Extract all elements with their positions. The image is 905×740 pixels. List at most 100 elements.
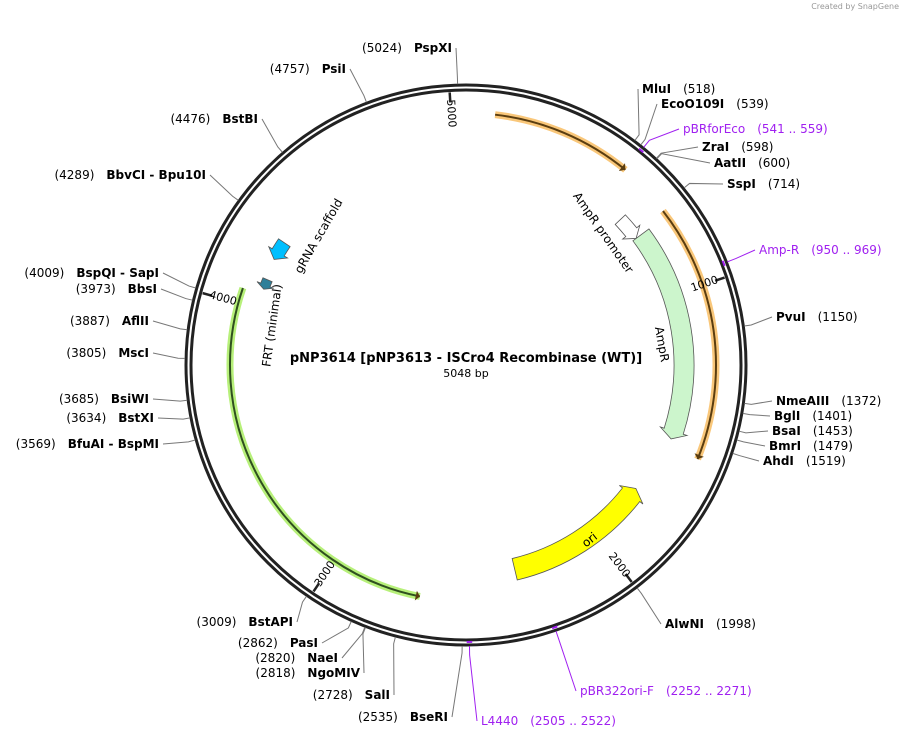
enzyme-leader-line [451, 645, 463, 718]
feature-arc[interactable] [494, 113, 626, 171]
enzyme-label[interactable]: SspI(714) [727, 177, 800, 191]
enzyme-pos: (4009) [24, 266, 64, 280]
enzyme-leader-line [640, 103, 658, 146]
arc-arrowhead [694, 453, 704, 460]
ampr-feature[interactable] [632, 228, 695, 440]
enzyme-leader-line [162, 439, 196, 445]
enzyme-name: BmrI [769, 439, 801, 453]
primer-name: L4440 [481, 714, 518, 728]
enzyme-label[interactable]: (2862)PasI [238, 636, 318, 650]
primer-leader-line [468, 645, 478, 722]
enzyme-name: BstXI [118, 411, 154, 425]
enzyme-label[interactable]: (4476) BstBI [170, 112, 258, 126]
enzyme-label[interactable]: (2820) NaeI [255, 651, 338, 665]
enzyme-label[interactable]: (2818)NgoMIV [256, 666, 361, 680]
enzyme-label[interactable]: NmeAIII(1372) [776, 394, 881, 408]
enzyme-pos: (4757) [270, 62, 310, 76]
enzyme-label[interactable]: (2728)SalI [313, 688, 390, 702]
enzyme-leader-line [341, 626, 366, 659]
enzyme-label[interactable]: (3009)BstAPI [197, 615, 293, 629]
enzyme-name: NaeI [307, 651, 338, 665]
enzyme-label[interactable]: (3685)BsiWI [59, 392, 149, 406]
frt-minimal-feature[interactable] [256, 277, 274, 290]
enzyme-leader-line [162, 272, 196, 289]
primer-leader-line [643, 128, 680, 148]
primer-label[interactable]: L4440 (2505 .. 2522) [481, 714, 616, 728]
enzyme-pos: (1453) [813, 424, 853, 438]
enzyme-leader-line [362, 627, 366, 674]
enzyme-label[interactable]: BglI(1401) [774, 409, 852, 423]
enzyme-pos: (2862) [238, 636, 278, 650]
enzyme-label[interactable]: (4757) PsiI [270, 62, 346, 76]
enzyme-label[interactable]: (4289) BbvCI - Bpu10I [54, 168, 206, 182]
enzyme-name: BglI [774, 409, 800, 423]
enzyme-label[interactable]: AhdI(1519) [763, 454, 846, 468]
enzyme-label[interactable]: (3887)AflII [70, 314, 149, 328]
enzyme-label[interactable]: AlwNI(1998) [665, 617, 756, 631]
enzyme-leader-line [152, 352, 186, 359]
ampr-promoter-feature[interactable] [614, 214, 641, 240]
enzyme-label[interactable]: (5024)PspXI [362, 41, 452, 55]
enzyme-label[interactable]: MluI(518) [642, 82, 715, 96]
tick-mark [202, 291, 213, 297]
enzyme-leader-line [393, 636, 396, 696]
enzyme-pos: (2820) [255, 651, 295, 665]
backbone-inner [189, 88, 743, 642]
primer-site-mark [721, 260, 726, 267]
primer-pos: (2505 .. 2522) [530, 714, 616, 728]
enzyme-label[interactable]: (4009)BspQI - SapI [24, 266, 159, 280]
primer-label[interactable]: Amp-R(950 .. 969) [759, 243, 882, 257]
enzyme-pos: (3685) [59, 392, 99, 406]
enzyme-pos: (2818) [256, 666, 296, 680]
enzyme-pos: (714) [768, 177, 800, 191]
primer-name: pBRforEco [683, 122, 745, 136]
enzyme-name: ZraI [702, 140, 729, 154]
enzyme-leader-line [738, 430, 769, 434]
enzyme-pos: (539) [736, 97, 768, 111]
feature-arc[interactable] [662, 210, 717, 460]
primer-pos: (541 .. 559) [757, 122, 827, 136]
enzyme-pos: (3009) [197, 615, 237, 629]
enzyme-label[interactable]: (3805)MscI [66, 346, 149, 360]
arc-arrowhead [618, 163, 626, 171]
primer-pos: (2252 .. 2271) [666, 684, 752, 698]
enzyme-name: BbvCI - Bpu10I [106, 168, 206, 182]
enzyme-pos: (1479) [813, 439, 853, 453]
grna-scaffold-feature[interactable] [267, 238, 291, 260]
primer-label[interactable]: pBRforEco (541 .. 559) [683, 122, 828, 136]
enzyme-label[interactable]: (3973)BbsI [76, 282, 157, 296]
enzyme-leader-line [152, 398, 188, 402]
enzyme-pos: (4289) [54, 168, 94, 182]
frt-minimal-label: FRT (minimal) [259, 283, 284, 367]
enzyme-label[interactable]: BsaI(1453) [772, 424, 853, 438]
enzyme-label[interactable]: (3569)BfuAI - BspMI [16, 437, 159, 451]
enzyme-pos: (4476) [170, 112, 210, 126]
arc-arrowhead [414, 590, 420, 601]
enzyme-pos: (1519) [806, 454, 846, 468]
enzyme-name: PvuI [776, 310, 806, 324]
feature-arc[interactable] [229, 287, 421, 598]
enzyme-label[interactable]: ZraI(598) [702, 140, 773, 154]
ori-feature[interactable] [511, 485, 644, 581]
enzyme-label[interactable]: AatII(600) [714, 156, 790, 170]
enzyme-label[interactable]: PvuI(1150) [776, 310, 858, 324]
enzyme-name: BfuAI - BspMI [68, 437, 159, 451]
primer-pos: (950 .. 969) [811, 243, 881, 257]
enzyme-pos: (518) [683, 82, 715, 96]
enzyme-leader-line [744, 316, 773, 327]
tick-mark [624, 573, 633, 583]
enzyme-label[interactable]: BmrI (1479) [769, 439, 853, 453]
plasmid-name: pNP3614 [pNP3613 - ISCro4 Recombinase (W… [290, 351, 642, 366]
enzyme-name: BstBI [222, 112, 258, 126]
enzyme-leader-line [634, 88, 640, 141]
enzyme-pos: (3973) [76, 282, 116, 296]
enzyme-label[interactable]: EcoO109I(539) [661, 97, 769, 111]
enzyme-leader-line [160, 288, 193, 301]
enzyme-name: PsiI [322, 62, 346, 76]
enzyme-pos: (2535) [358, 710, 398, 724]
enzyme-label[interactable]: (3634)BstXI [66, 411, 154, 425]
enzyme-name: PspXI [414, 41, 452, 55]
primer-label[interactable]: pBR322ori-F(2252 .. 2271) [580, 684, 752, 698]
enzyme-label[interactable]: (2535)BseRI [358, 710, 448, 724]
